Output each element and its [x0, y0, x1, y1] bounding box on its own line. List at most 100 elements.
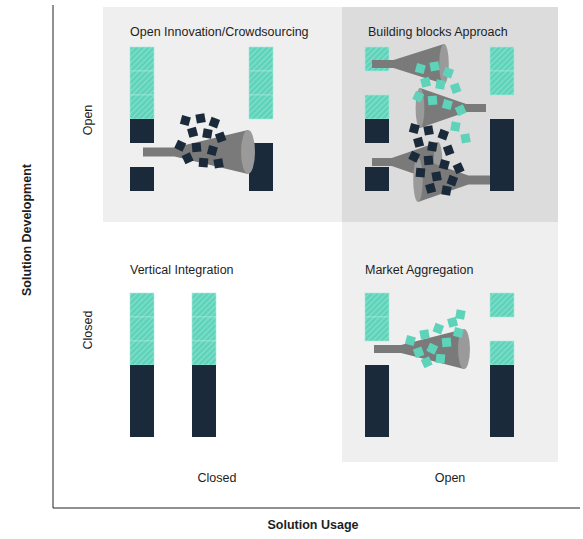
navy-particle [199, 158, 209, 168]
navy-particle [427, 141, 437, 151]
teal-particle [405, 335, 416, 346]
teal-particle [442, 99, 453, 110]
teal-block [490, 71, 514, 95]
teal-block [192, 341, 216, 365]
navy-particle [453, 162, 465, 174]
stack-group [130, 47, 273, 191]
teal-block [490, 293, 514, 317]
quadrant-title: Building blocks Approach [368, 25, 508, 39]
axis-tick-label: Closed [81, 311, 95, 350]
axis-title: Solution Usage [268, 518, 359, 532]
navy-particle [443, 145, 455, 157]
teal-particle [433, 323, 445, 335]
quadrant-title: Vertical Integration [130, 263, 234, 277]
navy-particle [423, 125, 433, 135]
teal-particle [419, 329, 429, 339]
funnel [372, 44, 449, 84]
teal-block [365, 317, 389, 341]
teal-particle [429, 61, 439, 71]
navy-particle [408, 151, 420, 163]
navy-particle [425, 183, 436, 194]
particle-group [405, 309, 466, 368]
teal-block [192, 317, 216, 341]
stack-group [130, 293, 216, 437]
teal-block [249, 47, 273, 71]
teal-block [249, 71, 273, 95]
navy-block [490, 365, 514, 437]
teal-particle [435, 79, 445, 89]
navy-block [130, 365, 154, 437]
teal-block [130, 317, 154, 341]
navy-particle [416, 168, 426, 178]
teal-particle [455, 104, 467, 116]
teal-particle [447, 317, 458, 328]
teal-particle [426, 343, 438, 355]
axis-title: Solution Development [20, 164, 34, 296]
teal-particle [412, 91, 424, 103]
navy-particle [215, 132, 227, 144]
stack-group [365, 293, 514, 437]
teal-particle [413, 347, 425, 359]
teal-particle [460, 133, 470, 143]
navy-block [130, 167, 154, 191]
teal-block [130, 341, 154, 365]
navy-particle [209, 117, 221, 129]
navy-particle [413, 137, 424, 148]
navy-particle [180, 115, 191, 126]
teal-block [130, 95, 154, 119]
navy-particle [438, 129, 450, 141]
funnel [143, 130, 255, 174]
teal-block [130, 71, 154, 95]
teal-particle [415, 63, 426, 74]
teal-block [192, 293, 216, 317]
navy-particle [202, 128, 212, 138]
quadrant-title: Open Innovation/Crowdsourcing [130, 25, 309, 39]
teal-block [249, 95, 273, 119]
particle-group [408, 123, 464, 196]
particle-group [174, 113, 226, 168]
particle-group [412, 61, 471, 143]
navy-particle [182, 152, 194, 164]
teal-particle [436, 354, 446, 364]
navy-particle [192, 143, 202, 153]
navy-particle [409, 123, 420, 134]
teal-block [490, 47, 514, 71]
teal-block [365, 95, 389, 119]
navy-block [490, 119, 514, 191]
navy-particle [441, 185, 451, 195]
teal-block [130, 293, 154, 317]
navy-particle [431, 171, 441, 181]
navy-particle [207, 145, 218, 156]
teal-particle [421, 356, 433, 368]
funnel [416, 88, 486, 128]
teal-particle [455, 309, 465, 319]
navy-particle [195, 113, 205, 123]
navy-block [365, 119, 389, 143]
teal-particle [442, 338, 452, 348]
teal-particle [450, 121, 460, 131]
teal-particle [453, 327, 464, 338]
navy-particle [174, 140, 186, 152]
y-axis [53, 5, 54, 508]
teal-particle [450, 83, 462, 95]
teal-block [490, 341, 514, 365]
x-axis [53, 508, 580, 509]
navy-particle [424, 156, 434, 166]
navy-block [365, 167, 389, 191]
navy-particle [187, 127, 198, 138]
quadrant-title: Market Aggregation [365, 263, 473, 277]
teal-particle [443, 67, 455, 79]
navy-block [365, 365, 389, 437]
teal-block [365, 293, 389, 317]
navy-block [192, 365, 216, 437]
axis-tick-label: Open [435, 471, 466, 485]
teal-particle [420, 77, 431, 88]
navy-block [130, 119, 154, 143]
navy-particle [439, 159, 450, 170]
teal-particle [428, 96, 438, 106]
axis-tick-label: Closed [198, 471, 237, 485]
navy-particle [447, 175, 459, 187]
